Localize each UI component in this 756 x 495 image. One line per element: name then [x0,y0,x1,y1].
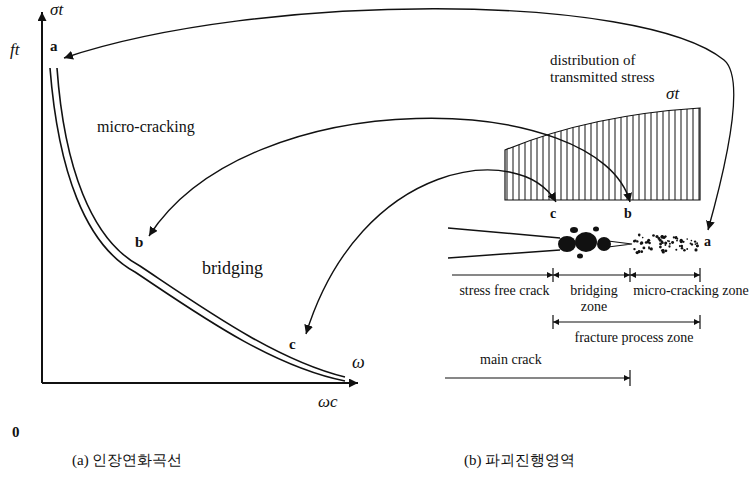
micro-crack-dot [691,243,693,245]
micro-crack-dot [652,234,655,237]
link-arrow [306,170,556,334]
caption: (a) 인장연화곡선 [70,452,184,469]
curve-label: micro-cracking [95,118,197,136]
origin-label: 0 [10,424,22,441]
aggregate [575,232,597,252]
micro-crack-dot [695,243,697,245]
micro-crack-dot [648,248,650,250]
micro-crack-dot [681,247,684,250]
point-label: c [548,206,558,222]
micro-crack-dot [679,245,681,247]
micro-crack-dot [694,248,697,251]
point-label: b [133,234,145,251]
aggregate [570,227,578,233]
crack-face [448,228,560,238]
micro-crack-dot [676,240,678,242]
tick [629,268,630,282]
zone-label: micro-cracking zone [630,283,752,299]
micro-crack-dot [658,237,661,240]
micro-crack-dot [691,240,693,242]
dimension-line [553,274,630,275]
micro-crack-dot [675,249,677,251]
axis-label: σt [664,84,681,104]
zone-label: bridging zone [555,283,633,315]
micro-crack-dot [664,235,666,237]
micro-crack-dot [696,244,699,247]
dimension-line [553,321,700,322]
aggregate [558,236,576,252]
micro-crack-dot [661,235,664,238]
micro-crack-dot [640,242,642,244]
caption: (b) 파괴진행영역 [462,452,577,469]
softening-curve [50,68,345,381]
micro-crack-dot [640,241,643,244]
dimension-line [445,377,630,378]
tick [552,315,553,329]
micro-crack-dot [633,240,636,243]
dimension-line [630,274,700,275]
stress-distribution [505,108,700,200]
micro-crack-dot [671,241,674,244]
zone-label: stress free crack [455,283,554,299]
zone-label: fracture process zone [552,330,716,346]
point-label: a [48,38,60,55]
x-axis [42,382,358,384]
micro-crack-dot [640,250,643,253]
micro-crack-dot [668,245,670,247]
aggregate [577,254,583,259]
micro-crack-dot [638,235,640,237]
aggregate [597,237,611,251]
micro-crack-dot [664,241,667,244]
micro-crack-dot [661,249,664,252]
micro-crack-dot [676,238,678,240]
chart-label: distribution of transmitted stress [548,52,690,87]
crack-face [448,250,560,258]
micro-crack-dot [667,240,669,242]
tick [552,268,553,282]
dimension-line [452,274,553,275]
micro-crack-dot [659,243,662,246]
tick [699,315,700,329]
point-label: c [287,336,298,353]
micro-crack-dot [638,251,640,253]
micro-crack-dot [642,246,645,249]
curve-label: bridging [200,258,265,279]
micro-crack-dot [642,237,644,239]
micro-cracks [633,233,699,254]
micro-crack-dot [680,240,683,243]
point-label: b [622,206,634,222]
micro-crack-dot [686,238,688,240]
micro-crack-dot [669,243,671,245]
tick [629,370,630,386]
micro-crack-dot [665,235,667,237]
axis-value: ωc [316,392,340,412]
micro-crack-dot [633,248,635,250]
y-axis [41,12,43,383]
micro-crack-dot [694,240,696,242]
micro-crack-dot [659,246,662,249]
axis-label: ω [350,352,367,373]
micro-crack-dot [647,239,650,242]
micro-crack-dot [696,242,698,244]
aggregate [593,227,599,232]
link-arrow [149,118,630,236]
tick [699,268,700,282]
micro-crack-dot [650,247,653,250]
micro-crack-dot [636,240,638,242]
micro-crack-dot [683,249,686,252]
micro-crack-dot [664,249,667,252]
micro-crack-dot [696,245,698,247]
axis-label: σt [48,0,65,20]
zone-label: main crack [478,352,544,368]
softening-curve [57,68,345,377]
point-label: a [702,234,713,250]
micro-crack-dot [686,248,688,250]
micro-crack-dot [673,236,675,238]
micro-crack-dot [638,233,641,236]
axis-value: ft [8,40,21,60]
